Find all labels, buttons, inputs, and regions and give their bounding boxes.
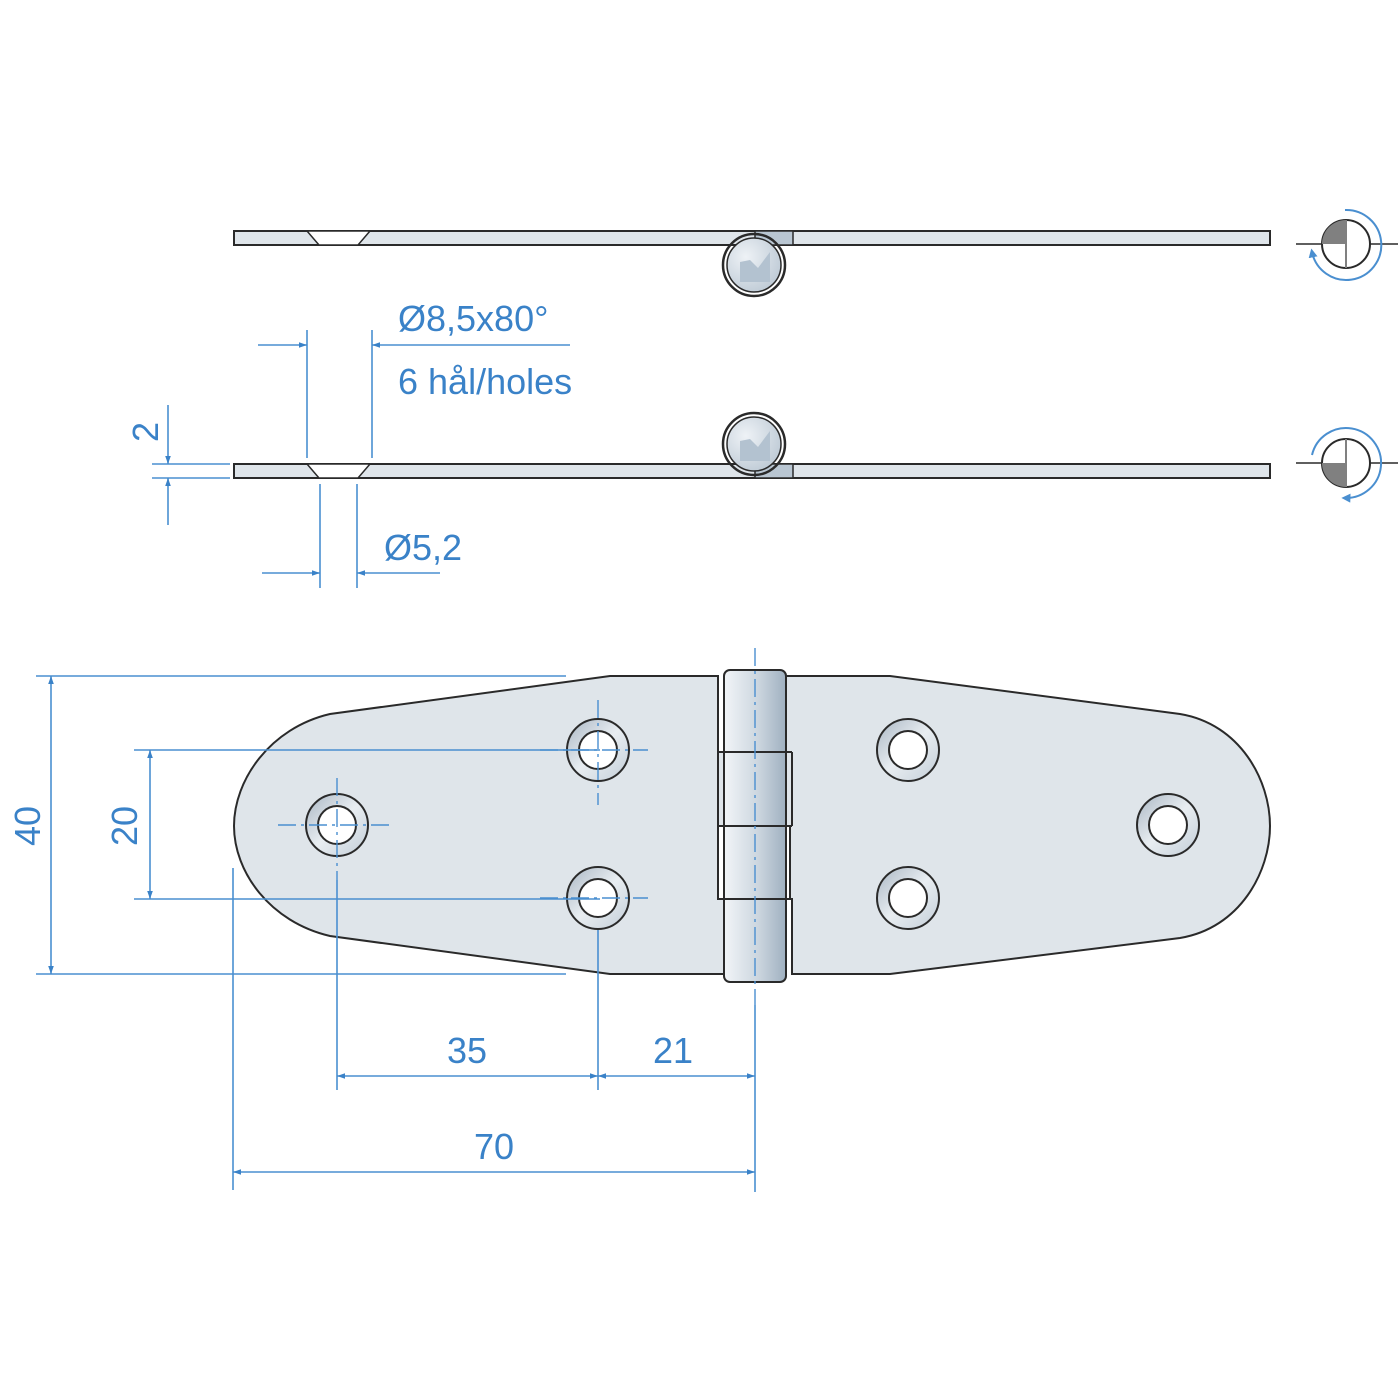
thickness-label: 2 xyxy=(125,422,166,442)
hole-spacing-horizontal-label: 35 xyxy=(447,1030,487,1071)
knuckle-icon xyxy=(721,411,787,477)
hole-diameter-dimension: Ø5,2 xyxy=(262,484,462,588)
right-leaf xyxy=(717,675,1272,975)
width-dimension-40: 40 xyxy=(7,675,566,975)
rotation-symbol-bottom xyxy=(1296,427,1398,503)
hole-icon xyxy=(1136,793,1200,857)
countersink-profile xyxy=(305,463,372,479)
side-view-bottom: Ø8,5x80° 6 hål/holes 2 Ø5,2 xyxy=(125,298,1398,588)
hole-diameter-label: Ø5,2 xyxy=(384,527,462,568)
width-label: 40 xyxy=(7,806,48,846)
hole-spacing-vertical-label: 20 xyxy=(104,806,145,846)
leaf-length-label: 70 xyxy=(474,1126,514,1167)
hole-icon xyxy=(876,866,940,930)
plan-view: 40 20 35 21 70 xyxy=(7,648,1272,1192)
countersink-label: Ø8,5x80° xyxy=(398,298,549,339)
hole-icon xyxy=(876,718,940,782)
countersink-profile xyxy=(305,230,372,246)
rotation-symbol-top xyxy=(1296,208,1398,281)
hole-to-pin-label: 21 xyxy=(653,1030,693,1071)
hole-icon xyxy=(566,866,630,930)
thickness-dimension: 2 xyxy=(125,405,230,525)
side-view-top xyxy=(233,208,1398,298)
countersink-dimension: Ø8,5x80° 6 hål/holes xyxy=(258,298,572,458)
hole-spacing-dimension-20: 20 xyxy=(104,749,600,900)
knuckle-icon xyxy=(721,232,787,298)
holes-count-label: 6 hål/holes xyxy=(398,361,572,402)
bottom-dimensions: 35 21 70 xyxy=(232,868,756,1192)
